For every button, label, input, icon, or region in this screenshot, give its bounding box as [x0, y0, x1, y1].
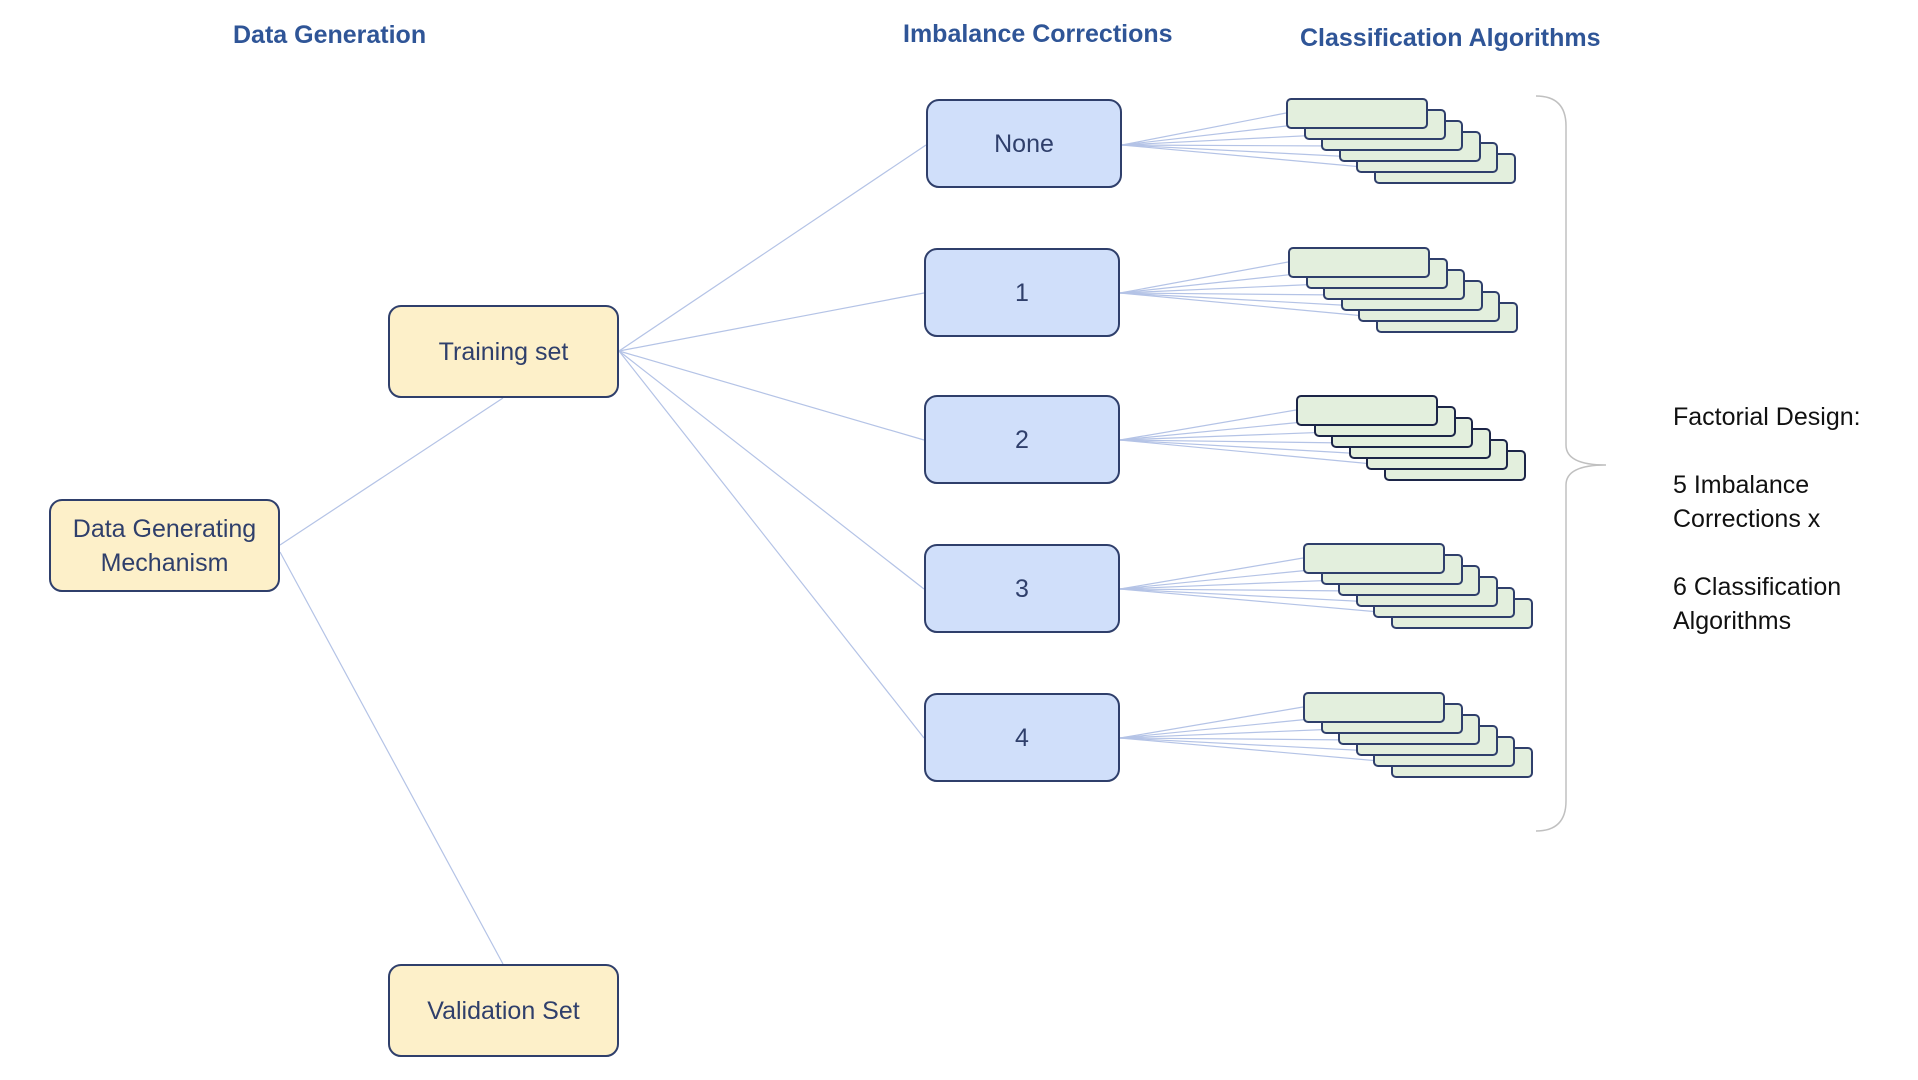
correction-label-2: 2	[1015, 425, 1029, 454]
connector-correction-1-algorithm-2	[1119, 283, 1324, 294]
summary-line-classification: 6 Classification	[1673, 573, 1842, 601]
header-imbalance-corrections: Imbalance Corrections	[903, 20, 1173, 48]
validation-set-label: Validation Set	[427, 996, 580, 1025]
connector-correction-1-algorithm-0	[1119, 261, 1289, 294]
connector-correction-3-algorithm-1	[1119, 568, 1321, 590]
connector-mechanism-validation	[279, 551, 504, 965]
connector-correction-4-algorithm-5	[1119, 737, 1391, 763]
connector-correction-1-algorithm-5	[1119, 292, 1376, 318]
training-set-node: Training set	[388, 305, 619, 398]
correction-label-1: 1	[1015, 278, 1029, 307]
summary-title: Factorial Design:	[1673, 403, 1861, 431]
connector-training-correction-0	[618, 144, 927, 352]
connector-training-correction-2	[618, 350, 925, 441]
connector-correction-2-algorithm-1	[1119, 420, 1314, 441]
connector-correction-0-algorithm-5	[1121, 144, 1374, 169]
algorithm-box-correction-4-0	[1303, 692, 1445, 723]
correction-node-none: None	[926, 99, 1122, 188]
connector-correction-0-algorithm-0	[1121, 112, 1287, 146]
connector-correction-4-algorithm-0	[1119, 706, 1304, 739]
correction-node-2: 2	[924, 395, 1120, 484]
connector-correction-1-algorithm-3	[1119, 292, 1341, 296]
connector-correction-2-algorithm-0	[1119, 409, 1297, 441]
mechanism-label-line1: Data Generating	[72, 514, 257, 543]
connector-correction-2-algorithm-4	[1119, 439, 1367, 455]
correction-label-3: 3	[1015, 574, 1029, 603]
algorithm-box-correction-3-0	[1303, 543, 1445, 574]
connector-correction-4-algorithm-4	[1119, 737, 1374, 752]
correction-node-1: 1	[924, 248, 1120, 337]
correction-node-4: 4	[924, 693, 1120, 782]
connector-correction-4-algorithm-3	[1119, 737, 1356, 741]
connector-correction-0-algorithm-4	[1121, 144, 1357, 158]
algorithm-box-correction-2-0	[1296, 395, 1438, 426]
data-generating-mechanism-node: Data Generating Mechanism	[49, 499, 280, 592]
connector-correction-0-algorithm-2	[1121, 134, 1322, 146]
connector-correction-3-algorithm-2	[1119, 579, 1339, 590]
algorithm-box-correction-1-0	[1288, 247, 1430, 278]
validation-set-node: Validation Set	[388, 964, 619, 1057]
factorial-design-summary: Factorial Design: 5 Imbalance Correction…	[1673, 400, 1861, 638]
connector-mechanism-training	[279, 397, 504, 546]
connector-correction-1-algorithm-4	[1119, 292, 1359, 307]
connector-correction-0-algorithm-3	[1121, 144, 1339, 147]
correction-label-none: None	[994, 129, 1054, 158]
connector-correction-3-algorithm-4	[1119, 588, 1374, 603]
connector-correction-2-algorithm-5	[1119, 439, 1384, 466]
connector-correction-0-algorithm-1	[1121, 123, 1304, 146]
grouping-brace	[1535, 95, 1607, 832]
summary-line-corrections: Corrections x	[1673, 505, 1821, 533]
correction-node-3: 3	[924, 544, 1120, 633]
connector-training-correction-1	[618, 292, 925, 352]
header-classification-algorithms: Classification Algorithms	[1300, 24, 1601, 52]
training-set-label: Training set	[438, 337, 569, 366]
connector-correction-3-algorithm-5	[1119, 588, 1391, 614]
algorithm-box-correction-0-0	[1286, 98, 1428, 129]
summary-line-algorithms: Algorithms	[1673, 607, 1792, 635]
connector-correction-3-algorithm-0	[1119, 557, 1304, 590]
connector-correction-3-algorithm-3	[1119, 588, 1356, 592]
header-data-generation: Data Generation	[233, 21, 427, 49]
connector-training-correction-4	[618, 350, 925, 739]
mechanism-label-line2: Mechanism	[100, 548, 229, 577]
connector-correction-4-algorithm-1	[1119, 717, 1321, 739]
connector-correction-2-algorithm-3	[1119, 439, 1349, 444]
connector-training-correction-3	[618, 350, 925, 590]
connector-correction-2-algorithm-2	[1119, 431, 1332, 441]
connector-correction-4-algorithm-2	[1119, 728, 1339, 739]
correction-label-4: 4	[1015, 723, 1029, 752]
summary-line-imbalance: 5 Imbalance	[1673, 471, 1810, 499]
connector-correction-1-algorithm-1	[1119, 272, 1306, 294]
